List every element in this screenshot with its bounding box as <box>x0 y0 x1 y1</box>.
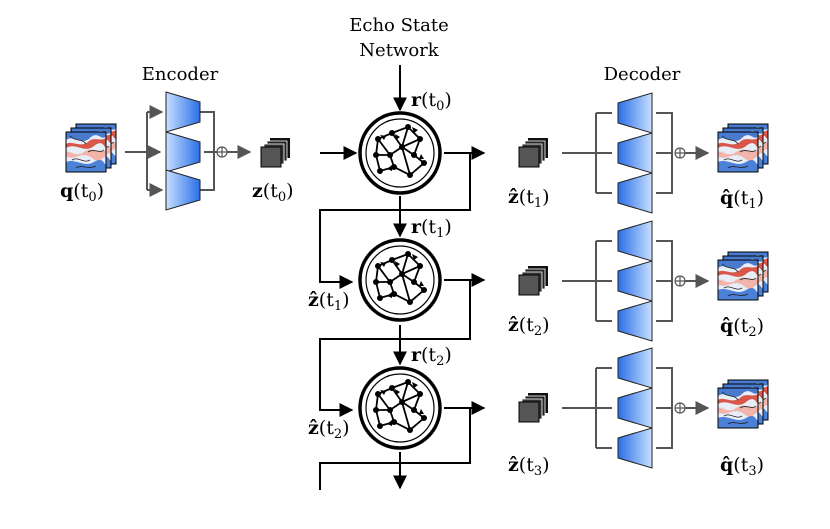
output-field-image-3 <box>718 380 768 428</box>
decoder-sum-icon <box>674 275 686 287</box>
decoder-trapezoid-bottom <box>617 427 653 469</box>
decoder-block-2 <box>562 220 710 342</box>
zhat-output-label-3: ẑ(t3) <box>508 454 550 479</box>
decoder-connectors <box>562 367 673 449</box>
decoder-connectors <box>562 240 673 322</box>
decoder-trapezoid-top <box>617 347 653 389</box>
decoder-blocks <box>562 92 710 469</box>
latent-zhat1-icon <box>518 137 549 168</box>
reservoir-icon-step2 <box>358 238 442 322</box>
decoder-sum-icon <box>674 147 686 159</box>
latent-zhat3-icon <box>518 392 549 423</box>
reservoir-icon-step3 <box>358 366 442 450</box>
encoder-trapezoid-middle <box>165 131 201 173</box>
input-field-image <box>66 124 116 172</box>
flow-connectors <box>319 65 486 490</box>
esn-title-line1: Echo State <box>349 15 449 36</box>
decoder-trapezoid-bottom <box>617 172 653 214</box>
decoder-connectors <box>562 112 673 194</box>
encoder-label: Encoder <box>142 64 219 85</box>
decoder-trapezoid-top <box>617 92 653 134</box>
qhat-output-label-1: q̂(t1) <box>720 187 764 212</box>
output-field-image-1 <box>718 124 768 172</box>
decoder-trapezoid-bottom <box>617 300 653 342</box>
zhat-output-label-1: ẑ(t1) <box>508 186 550 211</box>
qhat-output-label-2: q̂(t2) <box>720 315 764 340</box>
encoder-sum-icon <box>216 146 228 158</box>
encoder-trapezoid-bottom <box>165 169 201 211</box>
decoder-trapezoid-top <box>617 220 653 262</box>
latent-z0-label: z(t0) <box>252 180 294 205</box>
reservoir-state-label-1: r(t1) <box>411 216 452 241</box>
reservoir-state-label-0: r(t0) <box>411 89 452 114</box>
latent-zhat2-icon <box>518 265 549 296</box>
qhat-output-label-3: q̂(t3) <box>720 454 764 479</box>
decoder-label: Decoder <box>604 64 681 85</box>
encoder-trapezoid-top <box>165 91 201 133</box>
esn-title-line2: Network <box>359 40 439 61</box>
output-field-image-2 <box>718 252 768 300</box>
zhat-input-label-2: ẑ(t2) <box>308 417 350 442</box>
reservoir-icon-step1 <box>358 111 442 195</box>
decoder-sum-icon <box>674 402 686 414</box>
zhat-output-label-2: ẑ(t2) <box>508 314 550 339</box>
decoder-block-3 <box>562 347 710 469</box>
zhat-input-label-1: ẑ(t1) <box>308 289 350 314</box>
decoder-trapezoid-middle <box>617 260 653 302</box>
decoder-block-1 <box>562 92 710 214</box>
reservoir-state-label-2: r(t2) <box>411 344 452 369</box>
input-field-label: q(t0) <box>60 180 104 205</box>
decoder-trapezoid-middle <box>617 132 653 174</box>
decoder-trapezoid-middle <box>617 387 653 429</box>
latent-z0-icon <box>260 137 291 168</box>
